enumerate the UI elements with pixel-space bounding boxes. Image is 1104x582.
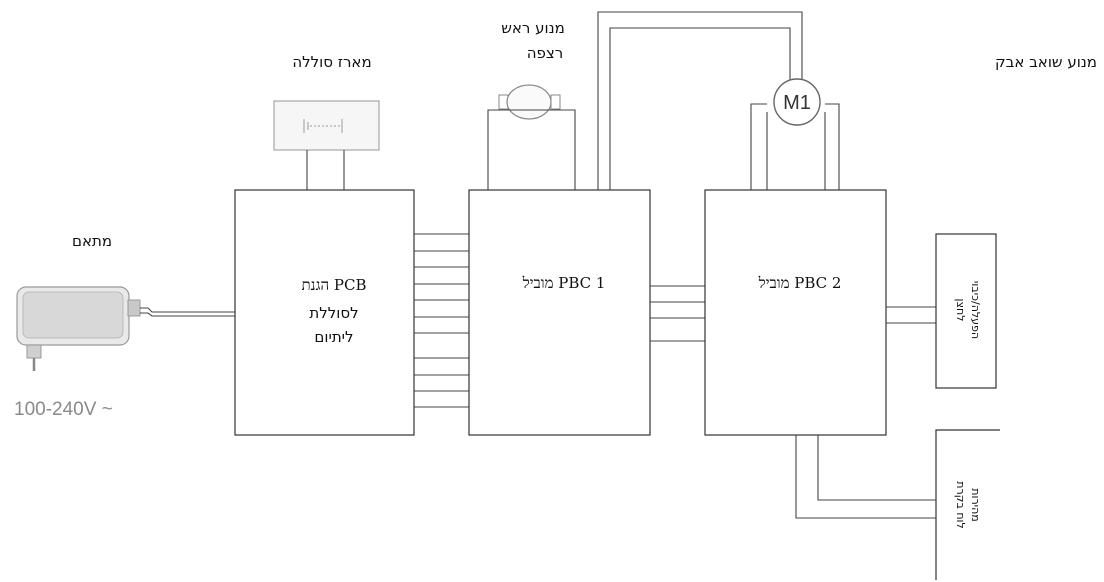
motor-m1-icon: M1 [773, 78, 821, 126]
motor-m1-label: M1 [783, 92, 811, 114]
voltage-label: 100-240V ~ [14, 399, 113, 420]
pcb2-label: מוביל PBC 2 [758, 274, 842, 292]
pcb-protection-block [234, 189, 415, 436]
speed-panel-label-2: מהירות [969, 488, 982, 522]
bus-protection-pcb1 [414, 233, 469, 408]
vacuum-motor-label: מנוע שואב אבק [995, 53, 1097, 71]
adapter-label: מתאם [72, 232, 112, 250]
pcb1-block [468, 189, 651, 436]
battery-box-label: מארז סוללה [292, 53, 371, 71]
speed-control-panel [935, 429, 1000, 580]
adapter-icon [16, 286, 141, 371]
power-button-panel [935, 233, 997, 389]
power-button-label-1: לחצן [954, 299, 967, 322]
bus-pcb1-pcb2 [650, 285, 705, 342]
speed-panel-label-1: לוח בקרת [954, 481, 967, 529]
pcb-protection-label-3: ליתיום [314, 328, 353, 346]
floor-motor-label-1: מנוע ראש [501, 19, 565, 37]
adapter-cable [140, 307, 235, 313]
battery-symbol-icon [303, 119, 343, 133]
pcb-protection-label-1: הגנת PCB [302, 276, 367, 294]
pcb1-label: מוביל PBC 1 [522, 274, 606, 292]
floor-motor-label-2: רצפה [527, 44, 564, 62]
floor-motor-icon [498, 84, 561, 120]
power-button-label-2: הפעלה/כיבוי [969, 281, 982, 339]
pcb2-block [704, 189, 887, 436]
pcb-protection-label-2: לסוללת [309, 304, 358, 322]
